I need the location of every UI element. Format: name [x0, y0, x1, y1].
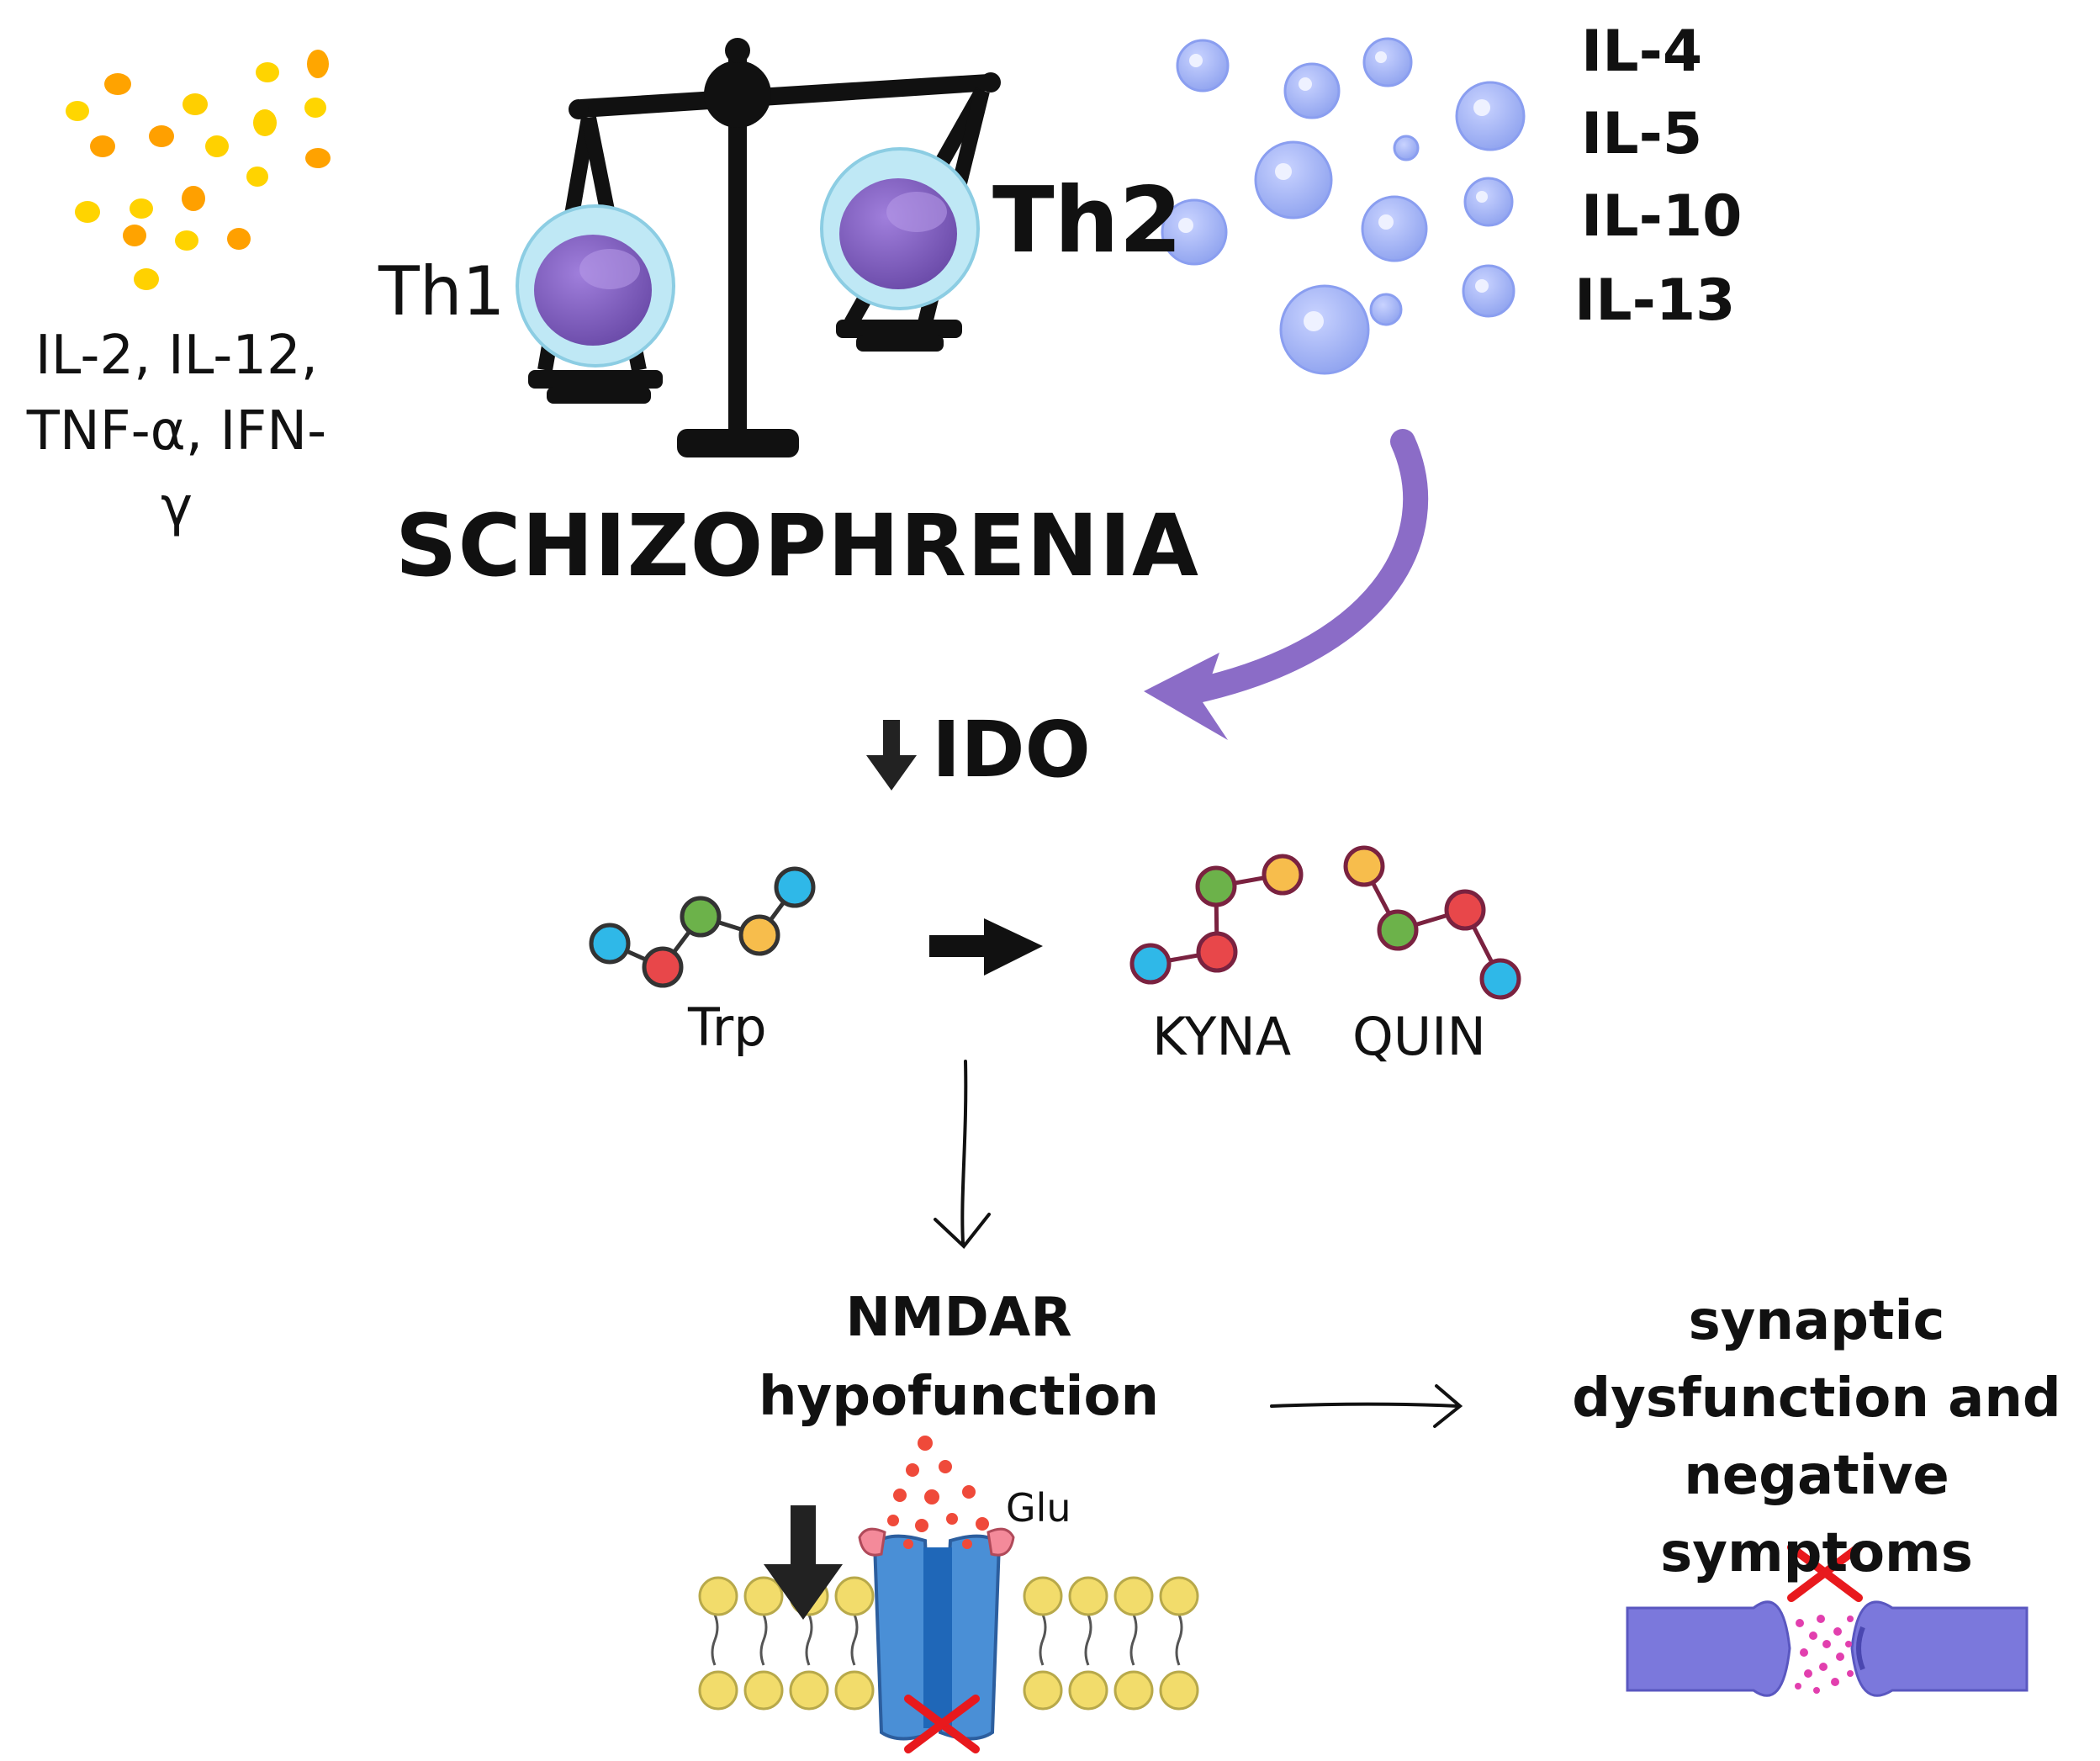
outcome-final-label: synaptic dysfunction and negative sympto… [1572, 1290, 2061, 1584]
enzyme-label: IDO [932, 705, 1091, 795]
product-label-kyna: KYNA [1152, 1006, 1292, 1067]
inhibition-x-icon [904, 1695, 980, 1753]
substrate-label: Trp [688, 997, 767, 1058]
bubble-highlights [1178, 51, 1490, 331]
th1-cytokine-list: IL-2, IL-12, TNF-α, IFN-γ [26, 325, 327, 538]
quin-molecule [1343, 845, 1521, 1000]
th1-cell [516, 204, 675, 368]
th2-cytokine-il5: IL-5 [1581, 101, 1703, 167]
kyna-molecule [1129, 854, 1304, 985]
th2-cytokine-il13: IL-13 [1574, 267, 1736, 334]
inhibition-x-icon [1787, 1543, 1863, 1602]
th1-cytokine-dots [66, 50, 331, 290]
glutamate-dots [887, 1436, 989, 1549]
outcome-receptor-label: NMDAR hypofunction [758, 1287, 1160, 1428]
down-arrow-icon [764, 1505, 843, 1620]
down-arrow-icon [866, 720, 917, 791]
th1-label: Th1 [378, 252, 505, 331]
arrow-to-synaptic [1270, 1384, 1463, 1428]
lipid-bilayer [698, 1576, 1199, 1711]
balance-scale [516, 38, 1001, 457]
pathway-arrow [929, 918, 1043, 976]
th2-label: Th2 [992, 168, 1182, 273]
th2-cytokine-il4: IL-4 [1581, 19, 1703, 85]
trp-molecule [589, 866, 816, 988]
th2-cell [820, 147, 980, 310]
disease-title: SCHIZOPHRENIA [395, 496, 1199, 596]
arrow-to-nmdar [934, 1060, 991, 1249]
curved-arrow-purple [1144, 429, 1429, 740]
synapse [1626, 1600, 2029, 1697]
th2-cytokine-bubbles [1161, 37, 1526, 375]
th2-cytokine-il10: IL-10 [1581, 183, 1743, 250]
neurotransmitter-label: Glu [1006, 1485, 1071, 1531]
product-label-quin: QUIN [1352, 1006, 1486, 1067]
nmda-receptor [858, 1527, 1015, 1741]
